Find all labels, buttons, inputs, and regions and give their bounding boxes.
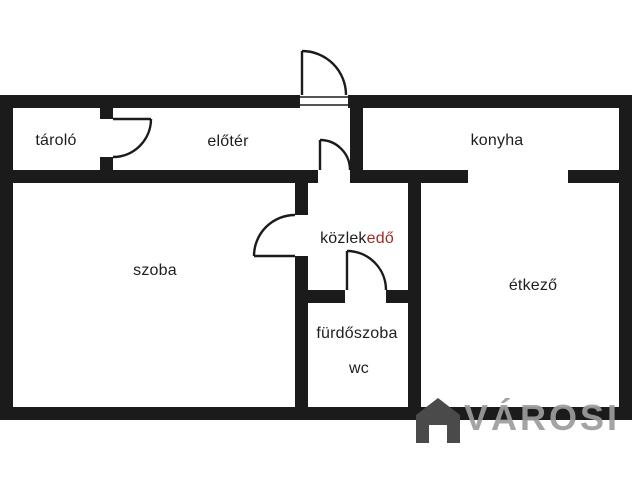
wall-furdoszoba-top-right — [386, 290, 408, 303]
wall-konyha-bottom-left — [363, 170, 468, 183]
room-label-kozlekedo-accent: edő — [366, 230, 394, 247]
entrance-door-icon — [300, 49, 348, 106]
room-label-etkezo: étkező — [508, 277, 558, 294]
wall-top-left — [0, 95, 300, 108]
eloter-kozlekedo-door-icon — [318, 138, 352, 171]
room-label-eloter: előtér — [207, 133, 249, 150]
room-label-kozlekedo: közlekedő — [320, 230, 394, 248]
room-label-furdoszoba: fürdőszoba — [316, 325, 398, 342]
wall-top-right — [348, 95, 632, 108]
wall-eloter-konyha — [350, 108, 363, 183]
watermark-text: VÁROSI — [464, 397, 621, 438]
wall-furdoszoba-top-left — [308, 290, 345, 303]
wall-szoba-top — [0, 170, 318, 183]
wall-tarolo-divider-top — [100, 108, 113, 119]
room-label-konyha: konyha — [470, 132, 524, 149]
wall-szoba-kozlekedo-bottom — [295, 256, 308, 407]
wall-konyha-bottom-right — [568, 170, 632, 183]
wall-right — [619, 95, 632, 420]
house-icon — [416, 398, 460, 443]
room-label-wc: wc — [349, 360, 369, 377]
wall-kozlekedo-etkezo — [408, 183, 421, 407]
room-label-kozlekedo-main: közlek — [320, 230, 367, 247]
wall-szoba-kozlekedo-top — [295, 183, 308, 215]
szoba-door-icon — [252, 213, 296, 258]
furdoszoba-door-icon — [345, 249, 388, 291]
room-label-tarolo: tároló — [35, 132, 77, 149]
wall-left — [0, 95, 13, 420]
tarolo-door-icon — [112, 117, 153, 159]
room-label-szoba: szoba — [133, 262, 177, 279]
wall-bottom — [0, 407, 632, 420]
